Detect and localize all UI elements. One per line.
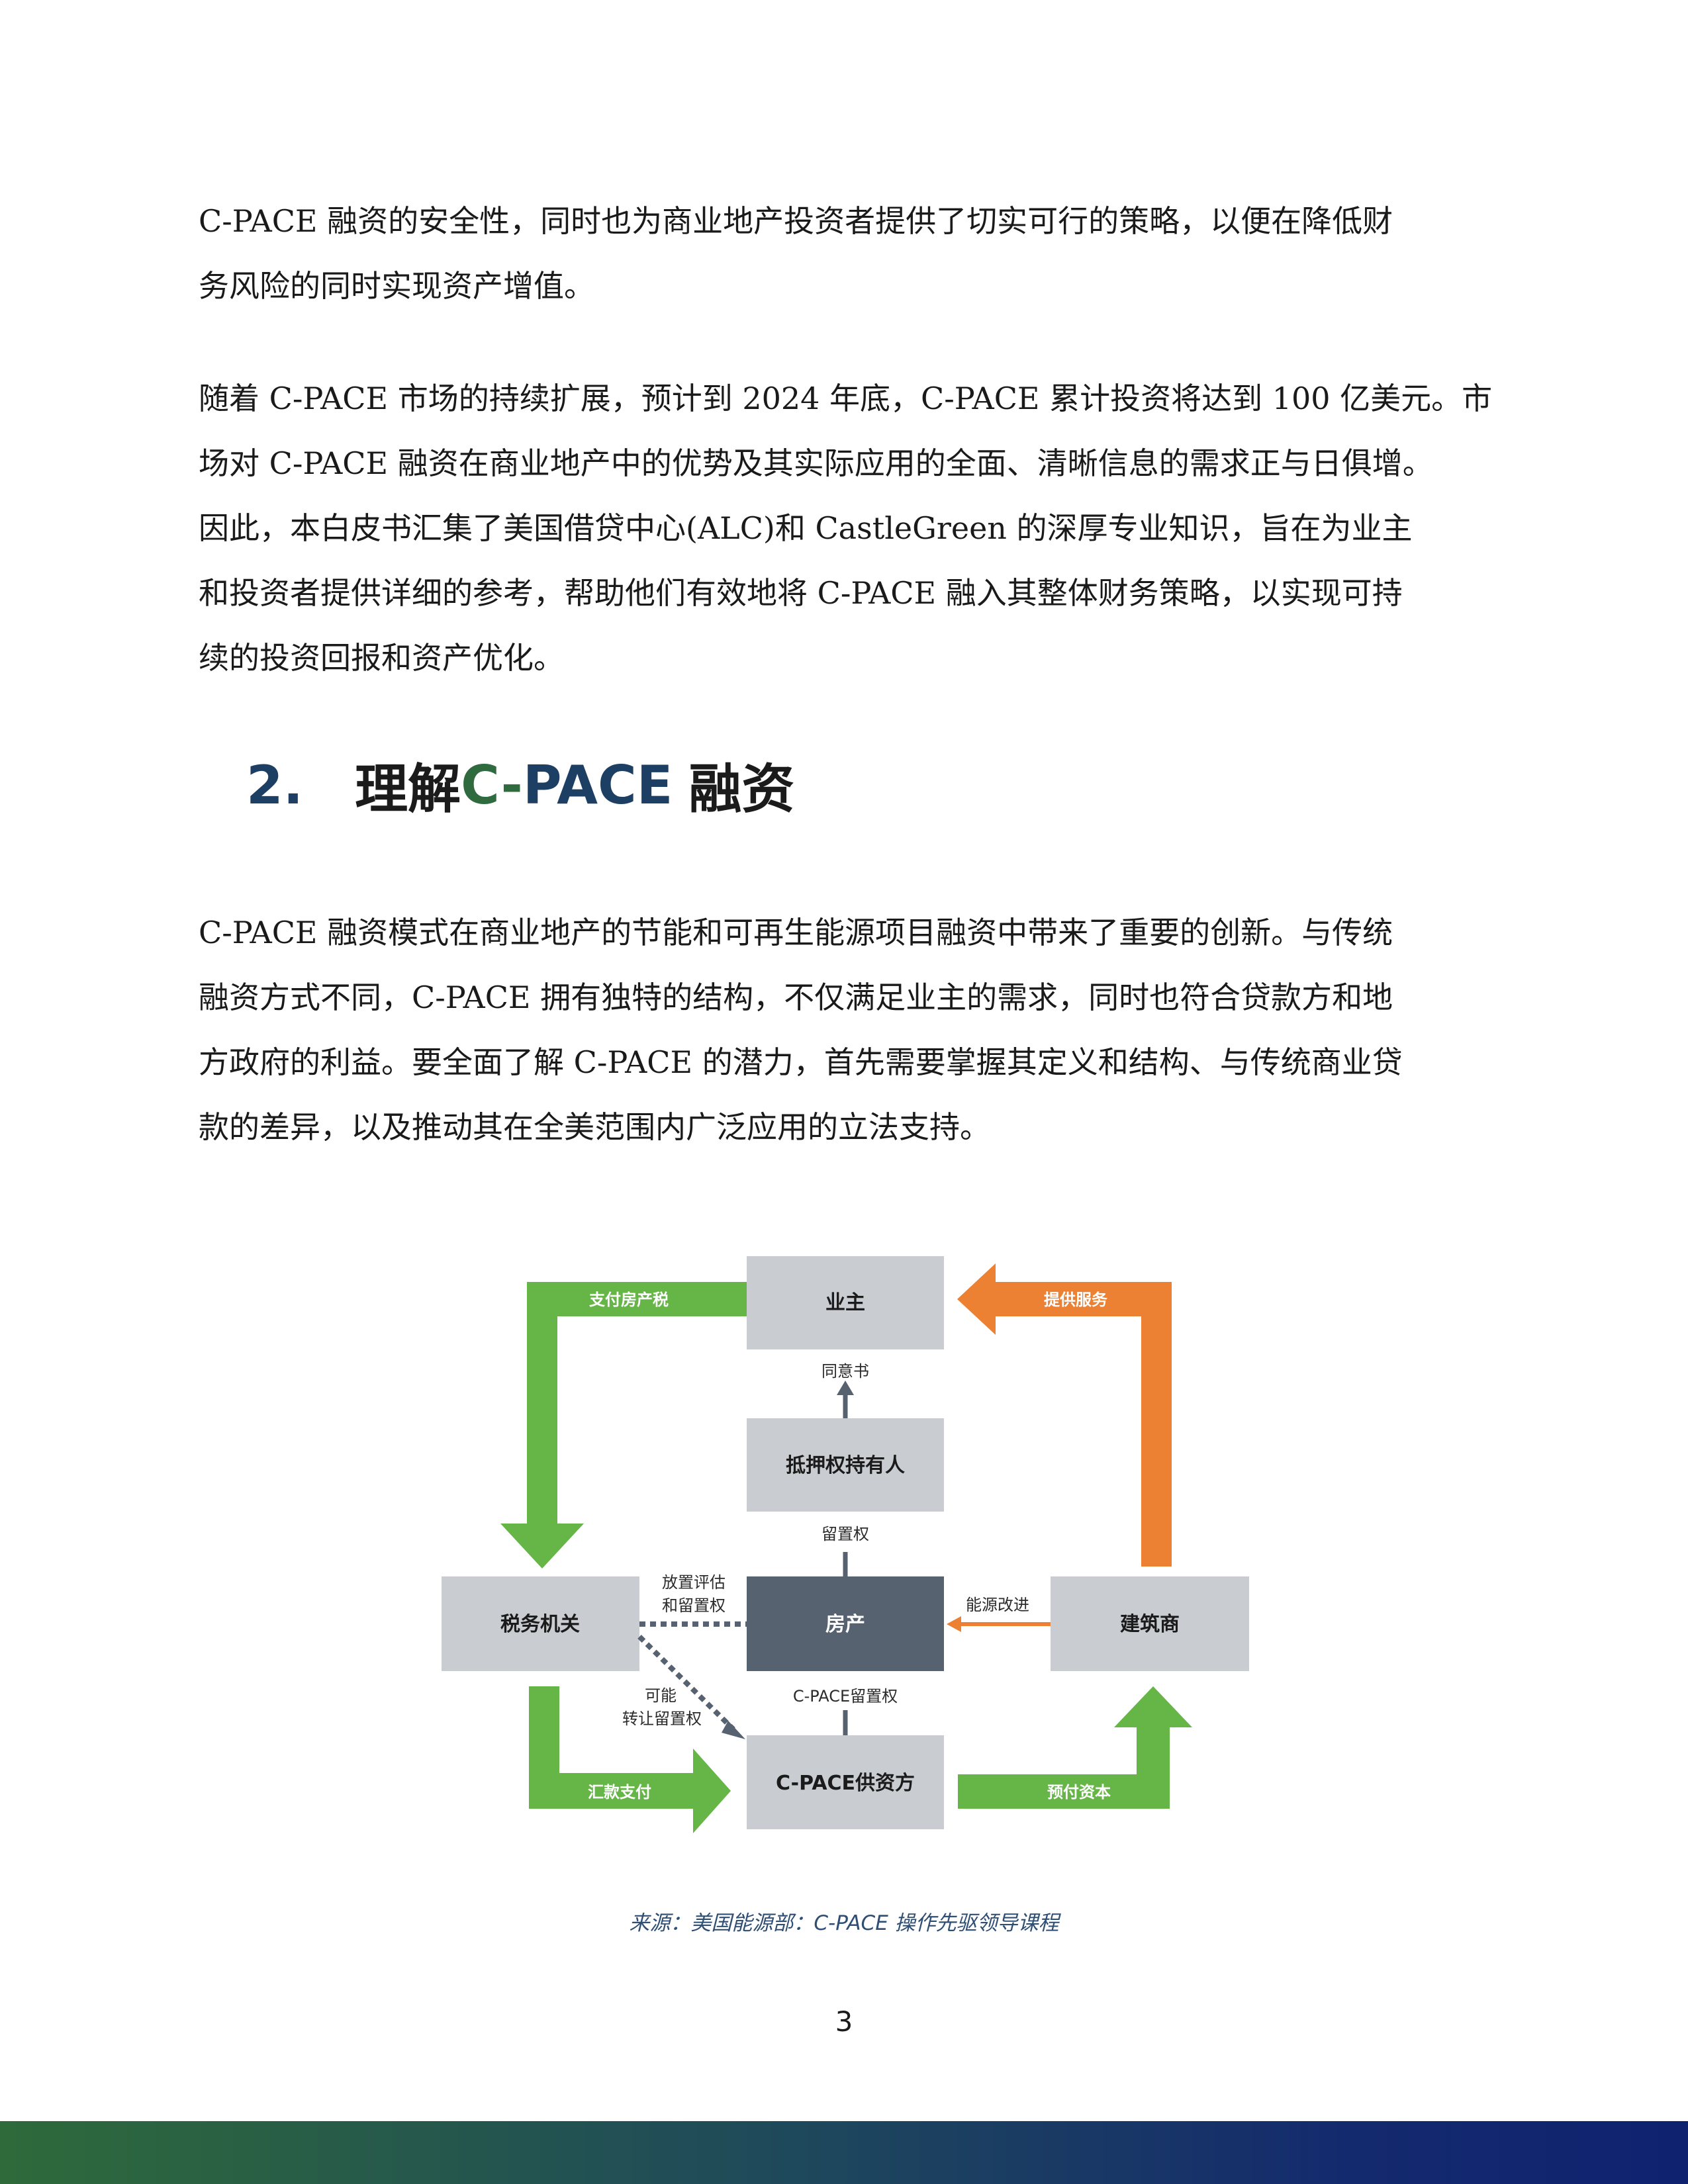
text-line: 和投资者提供详细的参考，帮助他们有效地将 C-PACE 融入其整体财务策略，以实… xyxy=(199,575,1403,611)
text-line: C-PACE 融资的安全性，同时也为商业地产投资者提供了切实可行的策略，以便在降… xyxy=(199,203,1393,239)
paragraph-3: C-PACE 融资模式在商业地产的节能和可再生能源项目融资中带来了重要的创新。与… xyxy=(199,900,1516,1160)
pay-tax-label: 支付房产税 xyxy=(589,1291,669,1309)
heading-prefix: 理解 xyxy=(355,758,461,820)
energy-improvement-label: 能源改进 xyxy=(966,1596,1029,1614)
property-box xyxy=(747,1576,944,1671)
owner-label: 业主 xyxy=(825,1291,865,1314)
heading-suffix: 融资 xyxy=(688,758,795,820)
consent-arrowhead xyxy=(837,1381,854,1395)
cpace-lender-box xyxy=(747,1735,944,1829)
consent-label: 同意书 xyxy=(821,1362,869,1381)
transfer-lien-arrowhead xyxy=(722,1721,745,1739)
mortgage-holder-label: 抵押权持有人 xyxy=(786,1454,905,1477)
heading-pace: PACE xyxy=(522,754,673,816)
transfer-lien-label-2: 转让留置权 xyxy=(622,1709,702,1728)
section-heading: 2. 理解 C-PACE 融资 xyxy=(246,745,794,825)
assess-lien-label-1: 放置评估 xyxy=(662,1573,726,1592)
text-line: 融资方式不同，C-PACE 拥有独特的结构，不仅满足业主的需求，同时也符合贷款方… xyxy=(199,979,1393,1015)
text-line: 因此，本白皮书汇集了美国借贷中心(ALC)和 CastleGreen 的深厚专业… xyxy=(199,510,1413,546)
pay-tax-arrow xyxy=(500,1282,747,1569)
cpace-lender-label: C-PACE供资方 xyxy=(776,1772,915,1795)
text-line: 续的投资回报和资产优化。 xyxy=(199,640,564,676)
cpace-lien-label: C-PACE留置权 xyxy=(793,1687,898,1706)
prepay-arrow xyxy=(958,1686,1192,1809)
page-number: 3 xyxy=(835,2005,853,2038)
section-number: 2. xyxy=(246,754,304,816)
energy-improvement-arrowhead xyxy=(947,1616,961,1632)
prepay-label: 预付资本 xyxy=(1047,1783,1111,1801)
transfer-lien-connector xyxy=(637,1635,735,1731)
assess-lien-label-2: 和留置权 xyxy=(662,1596,726,1615)
remit-arrow xyxy=(529,1686,731,1833)
text-line: 款的差异，以及推动其在全美范围内广泛应用的立法支持。 xyxy=(199,1109,990,1145)
lien-label: 留置权 xyxy=(821,1525,869,1543)
tax-authority-box xyxy=(442,1576,639,1671)
mortgage-holder-box xyxy=(747,1418,944,1512)
text-line: C-PACE 融资模式在商业地产的节能和可再生能源项目融资中带来了重要的创新。与… xyxy=(199,915,1393,950)
contractor-label: 建筑商 xyxy=(1120,1613,1180,1636)
text-line: 务风险的同时实现资产增值。 xyxy=(199,268,594,304)
paragraph-2: 随着 C-PACE 市场的持续扩展，预计到 2024 年底，C-PACE 累计投… xyxy=(199,366,1516,690)
remit-label: 汇款支付 xyxy=(588,1783,651,1801)
contractor-box xyxy=(1051,1576,1249,1671)
text-line: 方政府的利益。要全面了解 C-PACE 的潜力，首先需要掌握其定义和结构、与传统… xyxy=(199,1044,1403,1080)
provide-service-label: 提供服务 xyxy=(1044,1291,1108,1309)
figure-caption: 来源：美国能源部：C-PACE 操作先驱领导课程 xyxy=(629,1911,1059,1935)
text-line: 场对 C-PACE 融资在商业地产中的优势及其实际应用的全面、清晰信息的需求正与… xyxy=(199,445,1433,481)
paragraph-1: C-PACE 融资的安全性，同时也为商业地产投资者提供了切实可行的策略，以便在降… xyxy=(199,189,1516,318)
tax-authority-label: 税务机关 xyxy=(500,1613,580,1636)
transfer-lien-label-1: 可能 xyxy=(645,1686,677,1705)
heading-c: C- xyxy=(461,754,523,816)
owner-box xyxy=(747,1256,944,1349)
footer-gradient-bar xyxy=(0,2121,1688,2184)
text-line: 随着 C-PACE 市场的持续扩展，预计到 2024 年底，C-PACE 累计投… xyxy=(199,381,1493,416)
provide-service-arrow xyxy=(957,1263,1172,1567)
property-label: 房产 xyxy=(825,1613,865,1636)
